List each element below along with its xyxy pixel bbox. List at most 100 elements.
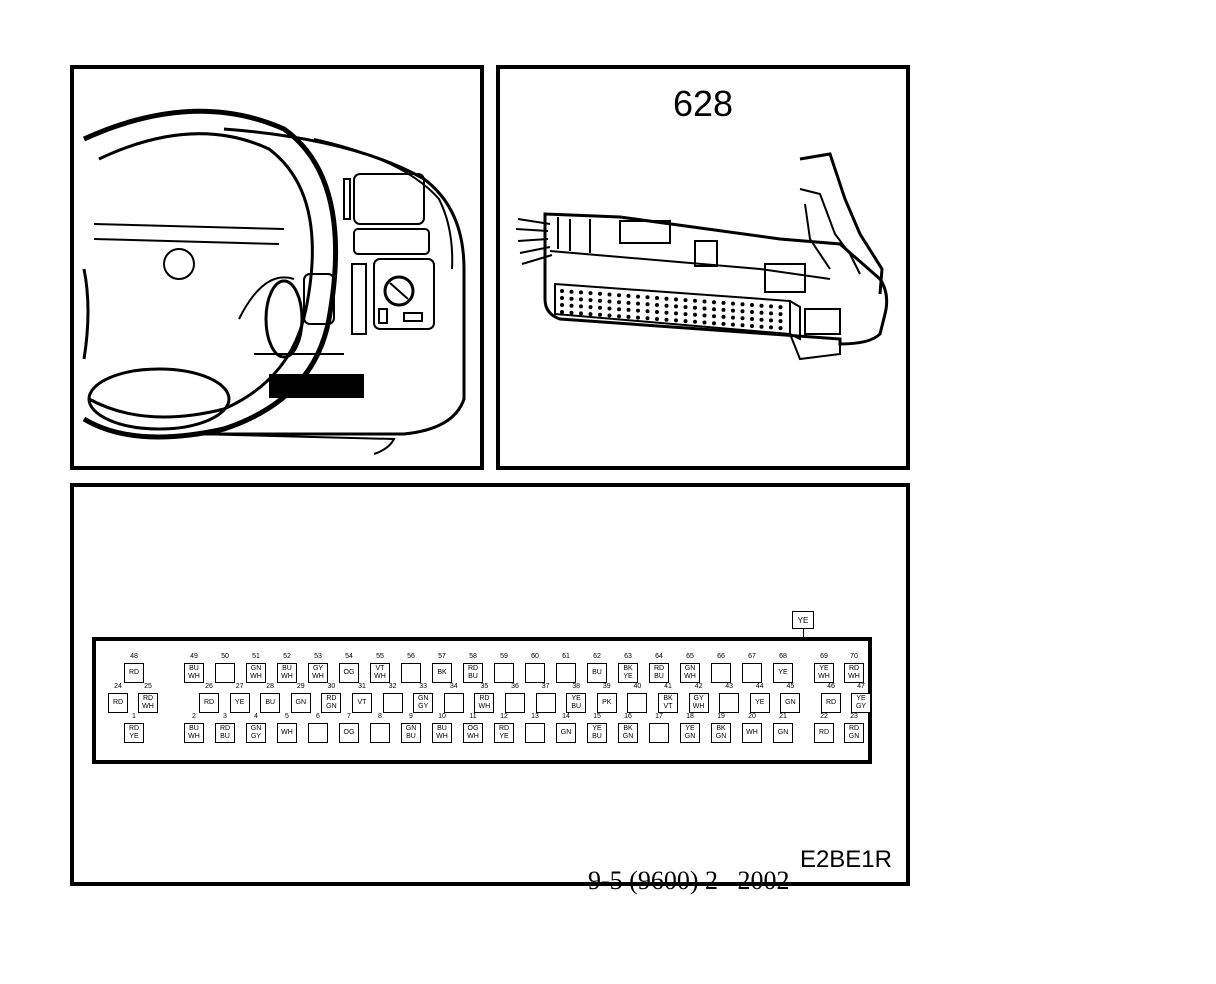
wire-color: RD bbox=[112, 699, 124, 706]
wire-color: VT bbox=[375, 665, 385, 672]
connector-pin-dot bbox=[740, 309, 745, 314]
wire-color: OG bbox=[467, 725, 479, 732]
pin-number: 17 bbox=[655, 713, 663, 720]
pin-number: 55 bbox=[376, 653, 384, 660]
connector-pin-dot bbox=[702, 299, 707, 304]
pin-number: 10 bbox=[438, 713, 446, 720]
wire-color: YE bbox=[234, 699, 245, 706]
wire-color: WH bbox=[818, 673, 830, 680]
pin-cavity bbox=[215, 663, 235, 683]
wire-color: BK bbox=[716, 725, 726, 732]
connector-pin-dot bbox=[579, 304, 583, 309]
connector-pin-dot bbox=[778, 319, 783, 324]
wire-color: BU bbox=[189, 725, 199, 732]
wire-color: WH bbox=[142, 703, 154, 710]
connector-pin-dot bbox=[683, 312, 688, 317]
pin-number: 43 bbox=[725, 683, 734, 690]
wire-color: WH bbox=[281, 729, 293, 736]
pin-cavity bbox=[711, 663, 731, 683]
connector-pin-dot bbox=[569, 310, 574, 315]
wire-color: RD bbox=[203, 699, 215, 706]
wire-color: GN bbox=[560, 729, 572, 736]
connector-pin-dot bbox=[674, 297, 678, 302]
wire-color: YE bbox=[129, 733, 139, 740]
connector-pin-dot bbox=[617, 314, 621, 319]
pin-cavity bbox=[525, 663, 545, 683]
pin-number: 26 bbox=[205, 683, 213, 690]
wire-color: WH bbox=[746, 729, 758, 736]
wire-color: BK bbox=[663, 695, 673, 702]
wire-color: RD bbox=[128, 725, 140, 732]
pin-cavity bbox=[443, 693, 464, 713]
wire-color: PK bbox=[602, 699, 612, 706]
pin-number: 57 bbox=[438, 653, 446, 660]
connector-pin-dot bbox=[617, 307, 621, 312]
wire-color: BU bbox=[406, 733, 416, 740]
connector-pin-dot bbox=[579, 311, 583, 316]
pin-number: 40 bbox=[633, 683, 642, 690]
connector-pin-dot bbox=[607, 292, 612, 297]
connector-pin-dot bbox=[626, 300, 631, 305]
wire-color: YE bbox=[571, 695, 581, 702]
pin-number: 19 bbox=[717, 713, 725, 720]
wire-color: OG bbox=[343, 729, 355, 736]
pin-cavity: VT bbox=[352, 693, 372, 713]
pin-cavity: YE bbox=[229, 693, 250, 713]
pin-cavity: GN bbox=[780, 693, 801, 713]
pin-cavity bbox=[719, 693, 740, 713]
connector-pin-dot bbox=[588, 305, 593, 310]
wire-color: YE bbox=[592, 725, 602, 732]
pin-number: 50 bbox=[221, 653, 229, 660]
wire-color: WH bbox=[312, 673, 324, 680]
wire-color: BU bbox=[437, 725, 447, 732]
connector-pin-dot bbox=[759, 317, 764, 322]
pin-number: 54 bbox=[345, 653, 353, 660]
connector-pin-dot bbox=[617, 293, 621, 298]
dashboard-illustration bbox=[82, 108, 466, 455]
wire-color: GN bbox=[326, 703, 337, 710]
wire-color: RD bbox=[219, 725, 231, 732]
pin-number: 14 bbox=[562, 713, 570, 720]
wire-color: WH bbox=[374, 673, 386, 680]
wire-color: GY bbox=[250, 733, 262, 740]
connector-pin-dot bbox=[769, 311, 773, 316]
wire-color: YE bbox=[755, 699, 765, 706]
pin-cavity: RD bbox=[199, 693, 219, 713]
connector-pin-dot bbox=[588, 298, 593, 303]
wire-color: YE bbox=[499, 733, 509, 740]
pin-cavity bbox=[649, 723, 669, 743]
pin-cavity: WH bbox=[277, 723, 297, 743]
connector-pin-dot bbox=[750, 324, 754, 328]
wire-color: RD bbox=[467, 665, 479, 672]
connector-pin-dot bbox=[759, 324, 764, 329]
wire-color: GN bbox=[250, 665, 262, 672]
pin-cavity bbox=[556, 663, 576, 683]
pin-cavity: GN bbox=[773, 723, 793, 743]
pin-number: 45 bbox=[786, 683, 795, 690]
pin-number: 3 bbox=[223, 713, 227, 720]
wire-color: GY bbox=[855, 703, 867, 710]
pin-number: 21 bbox=[779, 713, 787, 720]
wire-color: BK bbox=[623, 725, 633, 732]
connector-pin-dot bbox=[702, 313, 707, 318]
wire-color: VT bbox=[357, 699, 367, 706]
connector-pin-dot bbox=[569, 303, 574, 308]
connector-pin-dot bbox=[636, 294, 640, 299]
connector-pin-dot bbox=[645, 295, 650, 300]
pin-number: 33 bbox=[419, 683, 428, 690]
connector-pin-dot bbox=[636, 315, 640, 320]
connector-pin-dot bbox=[778, 305, 783, 310]
wire-color: BK bbox=[623, 665, 633, 672]
pin-number: 31 bbox=[358, 683, 366, 690]
wire-color: WH bbox=[250, 673, 262, 680]
connector-pin-dot bbox=[636, 308, 640, 313]
